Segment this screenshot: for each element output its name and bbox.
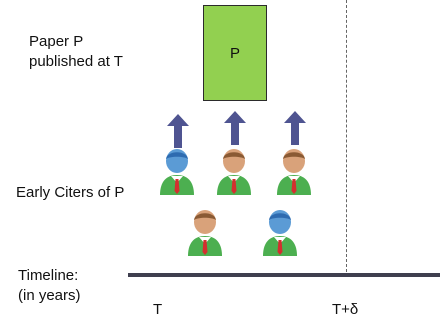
timeline-label-line2: (in years) bbox=[18, 287, 81, 304]
timeline-label: Timeline: (in years) bbox=[18, 266, 81, 306]
paper-box: P bbox=[203, 5, 267, 101]
paper-label: Paper P published at T bbox=[29, 32, 123, 72]
timeline-label-line1: Timeline: bbox=[18, 267, 79, 284]
citers-label: Early Citers of P bbox=[16, 184, 125, 201]
t-plus-delta-marker-line bbox=[346, 0, 347, 272]
up-arrow-icon bbox=[224, 111, 246, 145]
person-icon bbox=[157, 147, 197, 195]
up-arrow-icon bbox=[167, 114, 189, 148]
paper-label-line2: published at T bbox=[29, 53, 123, 70]
person-icon bbox=[274, 147, 314, 195]
tick-label-t: T bbox=[153, 301, 163, 318]
timeline-axis bbox=[128, 273, 440, 277]
tick-label-t-plus-delta: T+δ bbox=[332, 301, 359, 318]
person-icon bbox=[214, 147, 254, 195]
up-arrow-icon bbox=[284, 111, 306, 145]
paper-box-text: P bbox=[229, 44, 240, 62]
person-icon bbox=[185, 208, 225, 256]
paper-label-line1: Paper P bbox=[29, 33, 84, 50]
person-icon bbox=[260, 208, 300, 256]
